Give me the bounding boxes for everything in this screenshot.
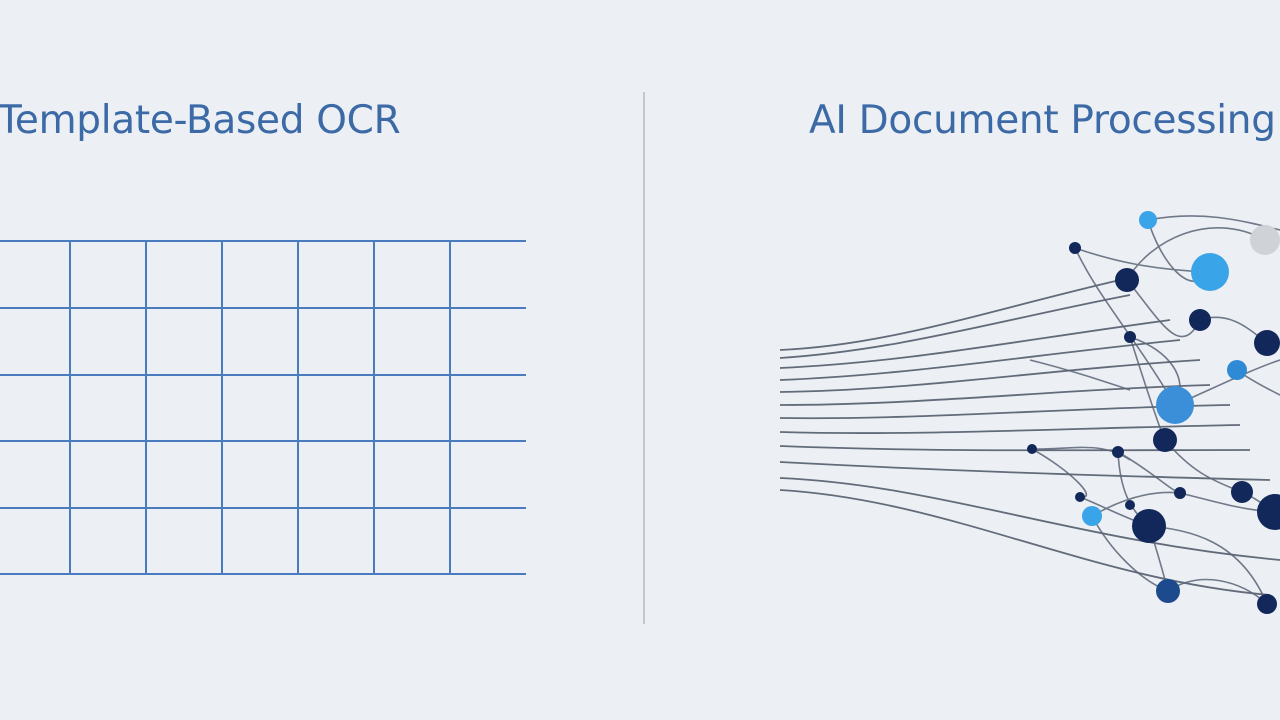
edge	[1074, 247, 1176, 406]
template-ocr-title: Template-Based OCR	[0, 98, 401, 143]
node	[1112, 446, 1124, 458]
node	[1153, 428, 1177, 452]
node	[1075, 492, 1085, 502]
node	[1082, 506, 1102, 526]
stream-line	[779, 319, 1171, 369]
node	[1156, 386, 1194, 424]
node	[1132, 509, 1166, 543]
edge	[1074, 247, 1211, 273]
edge	[1126, 227, 1266, 281]
edge	[1126, 279, 1201, 338]
node	[1124, 331, 1136, 343]
stream-line	[779, 279, 1121, 351]
node	[1257, 494, 1280, 530]
node	[1027, 444, 1037, 454]
node	[1125, 500, 1135, 510]
node	[1250, 225, 1280, 255]
stream-line	[779, 359, 1201, 393]
node	[1174, 487, 1186, 499]
stream-line	[779, 461, 1271, 481]
ai-processing-title: AI Document Processing	[809, 98, 1276, 143]
stream-line	[779, 384, 1211, 406]
edge	[1167, 578, 1268, 605]
edge	[1029, 359, 1131, 391]
stream-line	[779, 339, 1181, 381]
node	[1191, 253, 1229, 291]
node	[1139, 211, 1157, 229]
node	[1227, 360, 1247, 380]
node	[1069, 242, 1081, 254]
stream-line	[779, 477, 1280, 561]
node	[1254, 330, 1280, 356]
stream-line	[779, 489, 1271, 596]
node	[1115, 268, 1139, 292]
neural-network-icon	[779, 211, 1280, 614]
panel-divider	[643, 92, 645, 624]
stream-line	[779, 424, 1241, 434]
node	[1189, 309, 1211, 331]
stream-line	[779, 445, 1251, 452]
stream-line	[779, 294, 1131, 359]
node	[1257, 594, 1277, 614]
edge	[1164, 439, 1243, 493]
network-nodes	[1027, 211, 1280, 614]
node	[1231, 481, 1253, 503]
node	[1156, 579, 1180, 603]
document-grid-icon	[0, 240, 526, 575]
